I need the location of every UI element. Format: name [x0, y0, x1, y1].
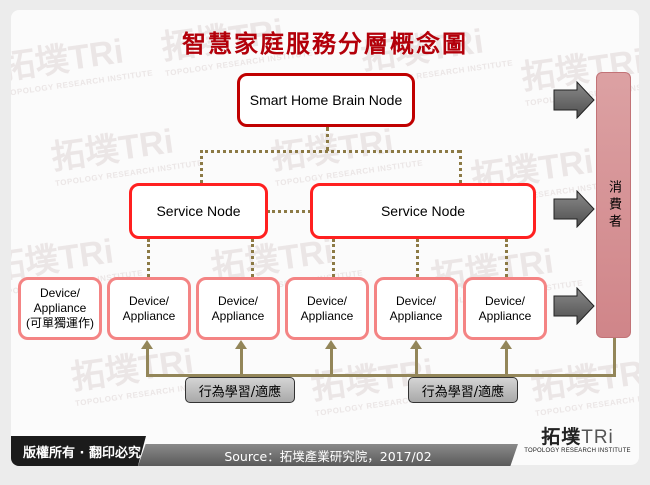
device-label-line2: Appliance	[389, 308, 443, 323]
device-label-line2: Appliance	[478, 308, 532, 323]
tri-logo: 拓墣TRi TOPOLOGY RESEARCH INSTITUTE	[520, 428, 635, 464]
brain-connector-down	[326, 127, 329, 151]
right-arrow-icon	[553, 287, 595, 325]
device2-connector	[147, 239, 150, 277]
device-appliance-6: Device/ Appliance	[463, 277, 547, 340]
device3-connector	[251, 239, 254, 277]
source-bar: Source：拓墣產業研究院，2017/02	[138, 444, 518, 466]
service-node-label: Service Node	[380, 203, 466, 219]
consumer-label: 消費者	[606, 179, 621, 231]
device-label-line2: Appliance	[300, 308, 354, 323]
device-label-line1: Device/	[484, 293, 525, 308]
up-arrow-icon	[410, 340, 422, 349]
service-node-2: Service Node	[310, 183, 536, 239]
service-node-label: Service Node	[156, 203, 241, 219]
device4-connector	[332, 239, 335, 277]
logo-tri: TRi	[581, 427, 614, 448]
consumer-feedback-line	[613, 338, 616, 377]
feedback-arrow-shaft	[505, 345, 508, 375]
service-node-1: Service Node	[129, 183, 268, 239]
device-label-line1: Device/	[217, 293, 258, 308]
device-label-line2: Appliance	[33, 301, 87, 315]
device-appliance-standalone: Device/ Appliance (可單獨運作)	[18, 277, 102, 340]
device-label-line2: Appliance	[122, 308, 176, 323]
brain-connector-horizontal	[200, 150, 460, 153]
device-appliance-5: Device/ Appliance	[374, 277, 458, 340]
up-arrow-icon	[325, 340, 337, 349]
right-arrow-icon	[553, 81, 595, 119]
copyright-bar: 版權所有 · 翻印必究	[11, 436, 146, 466]
consumer-block: 消費者	[596, 72, 631, 338]
copyright-text: 版權所有 · 翻印必究	[23, 445, 141, 461]
source-text: Source：拓墣產業研究院，2017/02	[224, 448, 432, 464]
up-arrow-icon	[141, 340, 153, 349]
diagram-title: 智慧家庭服務分層概念圖	[182, 29, 468, 58]
feedback-arrow-shaft	[240, 345, 243, 375]
feedback-line	[146, 374, 616, 377]
device5-connector	[416, 239, 419, 277]
right-arrow-icon	[553, 190, 595, 228]
device-label-line3: (可單獨運作)	[26, 316, 94, 330]
behavior-learning-label-1: 行為學習/適應	[185, 377, 295, 403]
device6-connector	[505, 239, 508, 277]
logo-main: 拓墣	[541, 427, 582, 448]
feedback-arrow-shaft	[415, 345, 418, 375]
logo-subtitle: TOPOLOGY RESEARCH INSTITUTE	[524, 448, 631, 454]
device-appliance-2: Device/ Appliance	[107, 277, 191, 340]
device-appliance-3: Device/ Appliance	[196, 277, 280, 340]
service2-connector-up	[459, 150, 462, 183]
brain-node-label: Smart Home Brain Node	[249, 92, 403, 108]
feedback-arrow-shaft	[330, 345, 333, 375]
device-label-line1: Device/	[39, 286, 80, 300]
behavior-learning-text: 行為學習/適應	[198, 384, 282, 400]
device-label-line1: Device/	[128, 293, 169, 308]
behavior-learning-label-2: 行為學習/適應	[408, 377, 518, 403]
up-arrow-icon	[235, 340, 247, 349]
brain-node: Smart Home Brain Node	[237, 73, 415, 127]
device-label-line1: Device/	[306, 293, 347, 308]
service-link	[267, 210, 311, 213]
service1-connector-up	[200, 150, 203, 183]
device-appliance-4: Device/ Appliance	[285, 277, 369, 340]
feedback-arrow-shaft	[146, 345, 149, 375]
up-arrow-icon	[500, 340, 512, 349]
device-label-line2: Appliance	[211, 308, 265, 323]
behavior-learning-text: 行為學習/適應	[421, 384, 505, 400]
device-label-line1: Device/	[395, 293, 436, 308]
